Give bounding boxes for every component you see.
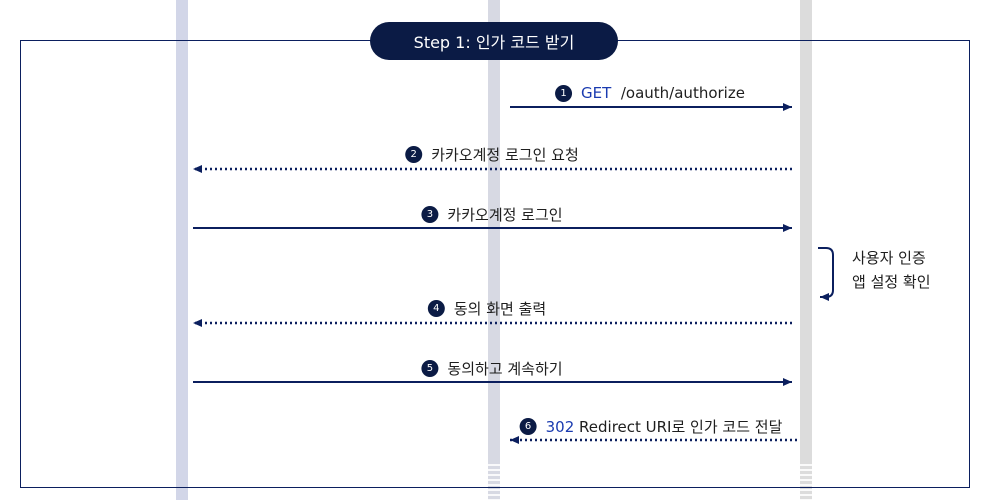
- self-message-line-2: 앱 설정 확인: [852, 273, 931, 291]
- message-1-label: 1 GET /oauth/authorize: [555, 84, 745, 102]
- self-message-label: 사용자 인증 앱 설정 확인: [852, 246, 931, 294]
- self-message-line-1: 사용자 인증: [852, 249, 926, 267]
- step-badge: 5: [421, 360, 439, 377]
- lifeline-service-end-marker: [488, 464, 500, 500]
- arrow-self: [818, 247, 834, 301]
- http-method: GET: [581, 84, 612, 102]
- message-text: 카카오계정 로그인: [447, 206, 563, 224]
- message-5-label: 5 동의하고 계속하기: [421, 358, 563, 379]
- lifeline-user: [176, 0, 188, 500]
- step-badge: 3: [421, 206, 439, 223]
- message-6-label: 6 302 Redirect URI로 인가 코드 전달: [519, 416, 783, 437]
- message-text: 카카오계정 로그인 요청: [431, 146, 579, 164]
- step-badge: 4: [427, 300, 445, 317]
- message-3-label: 3 카카오계정 로그인: [421, 204, 563, 225]
- message-4-label: 4 동의 화면 출력: [427, 298, 547, 319]
- message-2-label: 2 카카오계정 로그인 요청: [405, 144, 579, 165]
- status-code: 302: [545, 417, 575, 436]
- message-text: 동의하고 계속하기: [447, 360, 563, 378]
- lifeline-kakao: [800, 0, 812, 500]
- step-badge: 6: [519, 418, 537, 435]
- step-title: Step 1: 인가 코드 받기: [370, 22, 618, 60]
- message-text: Redirect URI로 인가 코드 전달: [579, 418, 783, 436]
- message-text: /oauth/authorize: [620, 84, 745, 102]
- lifeline-kakao-end-marker: [800, 464, 812, 500]
- lifeline-service: [488, 0, 500, 500]
- message-text: 동의 화면 출력: [453, 300, 547, 318]
- step-badge: 1: [555, 84, 573, 102]
- step-badge: 2: [405, 146, 423, 163]
